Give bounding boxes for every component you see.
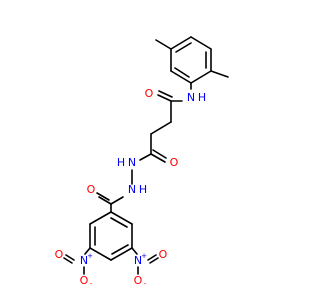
oxygen-atom-label: O xyxy=(134,274,143,287)
oxygen-atom-label: O xyxy=(80,274,89,287)
bond xyxy=(150,121,172,135)
bond xyxy=(147,254,157,261)
bond xyxy=(96,192,110,201)
bond xyxy=(152,149,167,159)
bond xyxy=(89,211,112,225)
bond xyxy=(98,196,112,205)
molecule-diagram: O N H O N H N H O N + O - O N + O - O xyxy=(55,36,229,288)
bond-layer xyxy=(63,36,229,275)
bond xyxy=(111,244,129,255)
bond xyxy=(110,217,128,228)
oxygen-atom-label: O xyxy=(145,87,154,100)
bond xyxy=(110,211,133,225)
nitrogen-atom-label: N xyxy=(187,91,195,104)
bond xyxy=(84,247,91,255)
bond xyxy=(139,153,152,161)
oxygen-atom-label: O xyxy=(87,183,96,196)
bond xyxy=(110,196,124,205)
hydrogen-atom-label: H xyxy=(139,183,147,196)
bond xyxy=(65,254,75,261)
charge-label: - xyxy=(144,280,147,288)
methyl-bond-right xyxy=(210,70,229,78)
oxygen-atom-label: O xyxy=(55,248,64,261)
oxygen-atom-label: O xyxy=(159,248,168,261)
nitrogen-atom-label: N xyxy=(134,254,142,267)
bond xyxy=(63,257,73,264)
bond xyxy=(158,90,173,98)
bond xyxy=(149,257,159,264)
bond xyxy=(174,67,190,78)
nitrogen-atom-label: N xyxy=(128,156,136,169)
hydrogen-atom-label: H xyxy=(198,91,206,104)
charge-label: + xyxy=(141,252,147,260)
nitrogen-atom-label: N xyxy=(80,254,88,267)
bond xyxy=(150,153,166,163)
bond xyxy=(170,70,192,84)
bond xyxy=(175,42,192,53)
bond xyxy=(89,247,112,261)
bond xyxy=(190,70,212,84)
nitrogen-atom-label: N xyxy=(128,183,136,196)
bond xyxy=(110,247,133,261)
charge-label: - xyxy=(90,280,93,288)
hydrogen-atom-label: H xyxy=(117,156,125,169)
atom-labels: O N H O N H N H O N + O - O N + O - O xyxy=(55,87,206,288)
bond xyxy=(190,36,212,50)
bond xyxy=(131,247,138,255)
bond xyxy=(157,94,172,102)
charge-label: + xyxy=(87,252,93,260)
methyl-bond-top xyxy=(155,39,172,50)
oxygen-atom-label: O xyxy=(170,156,179,169)
bond xyxy=(170,36,192,50)
